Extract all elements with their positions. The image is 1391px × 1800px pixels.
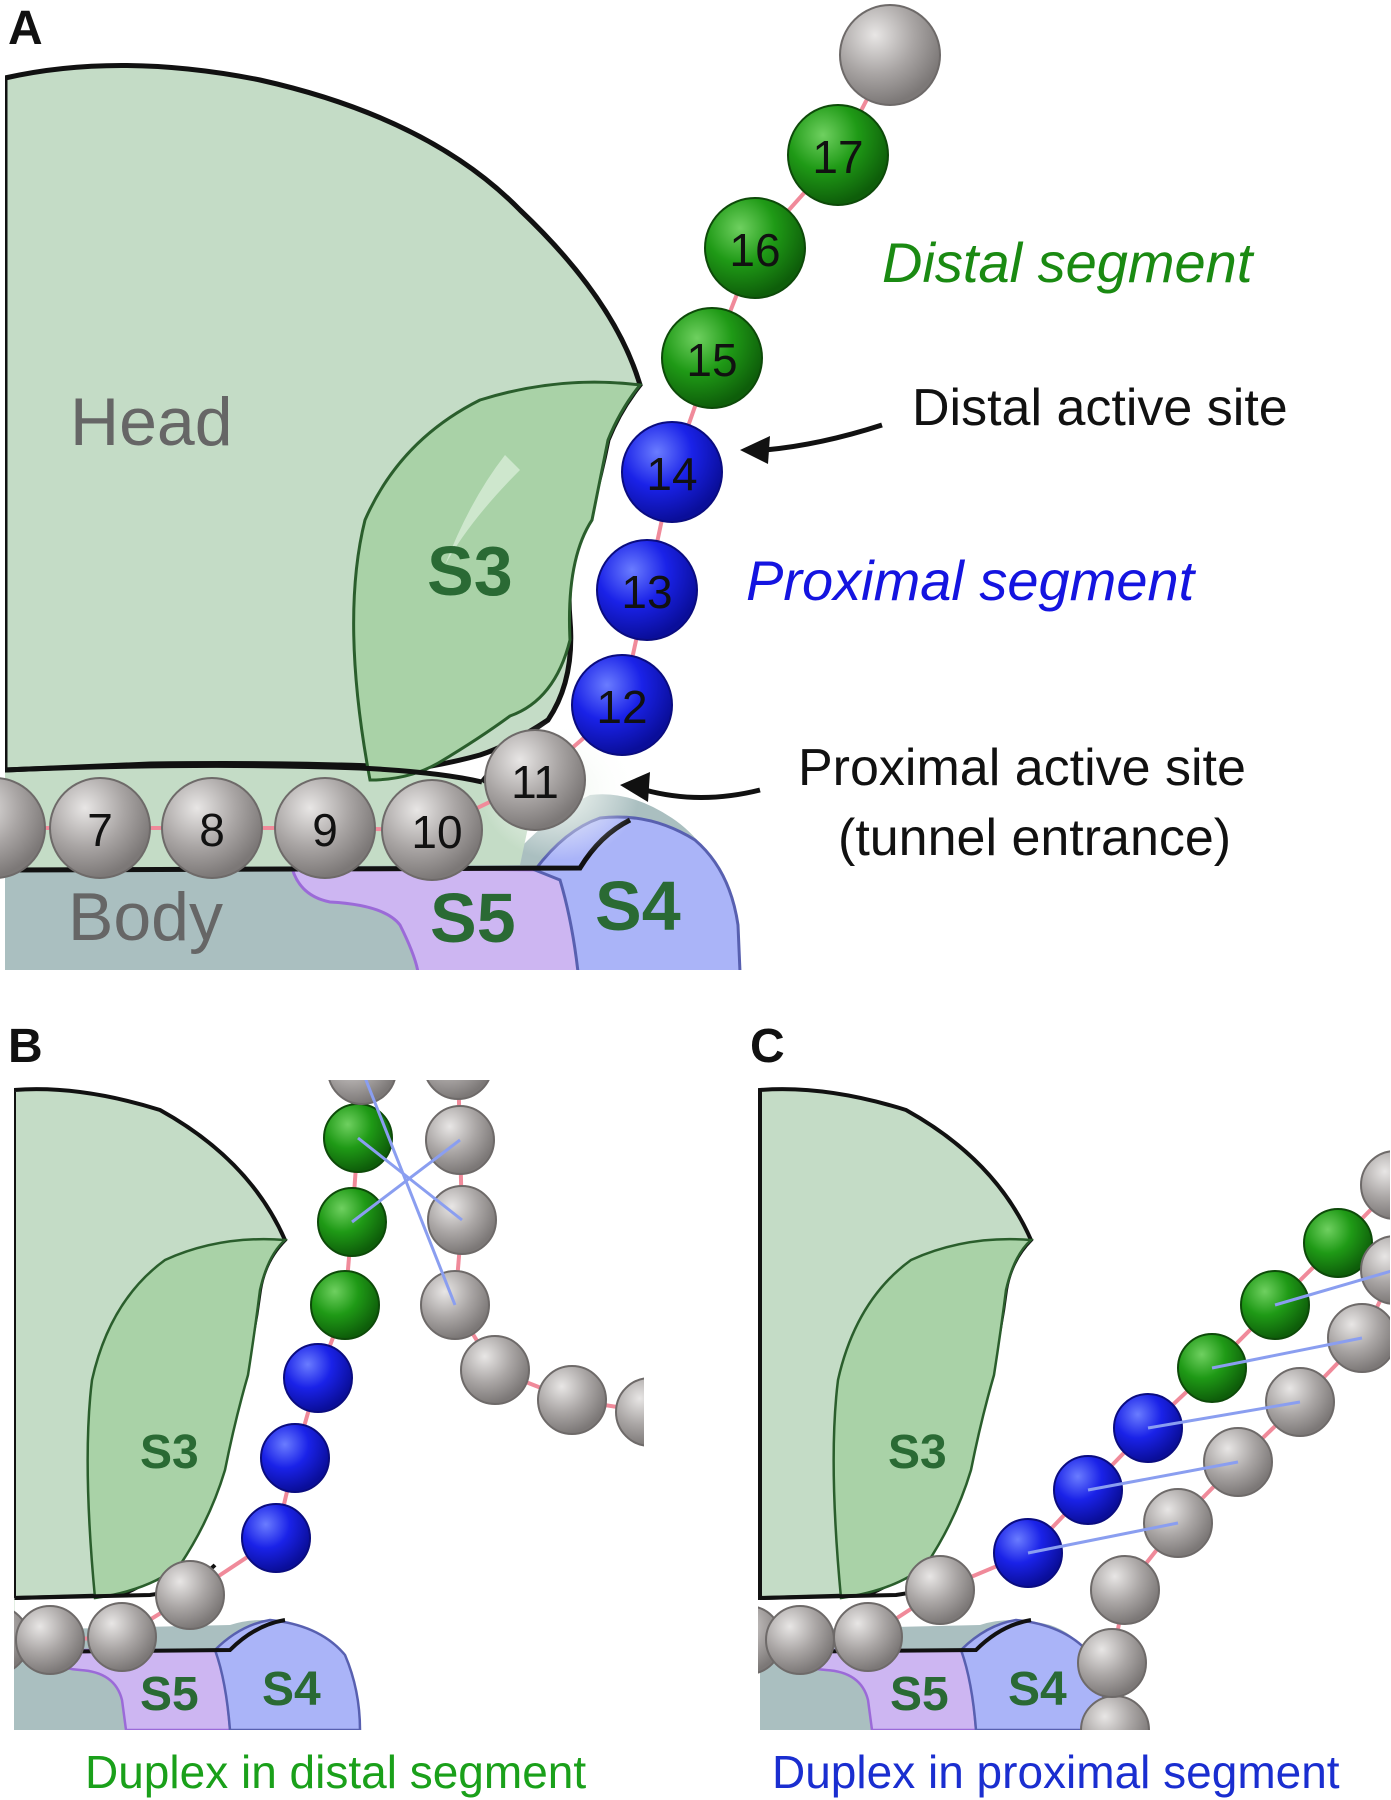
body-boundary-line [5, 762, 483, 785]
chain-b [14, 1080, 644, 1675]
bead-number-15: 15 [686, 334, 737, 386]
bead-number-14: 14 [646, 448, 697, 500]
body-label: Body [68, 879, 223, 955]
bead-number-11: 11 [511, 756, 559, 808]
proximal-active-site-label: Proximal active site [798, 739, 1246, 797]
bead-number-10: 10 [411, 806, 462, 858]
chain-b-strand-bead [87, 1602, 157, 1672]
distal-active-site-label: Distal active site [912, 379, 1288, 437]
chain-a-bead [787, 104, 889, 206]
chain-b-pairing [364, 1080, 457, 1306]
s3-region-b [86, 1237, 289, 1600]
distal-arrow [740, 422, 883, 464]
s4-label: S4 [595, 867, 681, 945]
chain-b-strand-bead [15, 1605, 85, 1675]
chain-a-bead [661, 307, 763, 409]
chain-a-bead [839, 4, 941, 106]
chain-c-strand-bead [765, 1605, 835, 1675]
panel-b: B S3 S5 S4 Duplex in distal segment [8, 1020, 644, 1798]
chain-b-partner-bead [537, 1365, 607, 1435]
proximal-segment-label: Proximal segment [746, 549, 1197, 612]
chain-b-strand-bead [283, 1343, 353, 1413]
chain-a-bead [704, 197, 806, 299]
s3-label: S3 [427, 532, 513, 610]
chain-a: 7 8 9 10 11 12 13 14 15 16 17 [0, 4, 941, 881]
chain-b-partner-bead [426, 1080, 490, 1100]
chain-b-partner-bead [460, 1335, 530, 1405]
chain-b-strand-bead [328, 1080, 396, 1105]
chain-c [758, 1150, 1390, 1730]
bead-number-13: 13 [621, 566, 672, 618]
caption-c: Duplex in proximal segment [772, 1746, 1340, 1798]
s3-highlight [445, 455, 520, 565]
bead-number-17: 17 [812, 131, 863, 183]
chain-c-strand-bead [833, 1602, 903, 1672]
s4-label-c: S4 [1008, 1663, 1067, 1716]
chain-a-bead [161, 777, 263, 879]
s3-label-c: S3 [888, 1426, 947, 1479]
panel-c-letter: C [750, 1020, 785, 1073]
chain-c-strand-bead [905, 1555, 975, 1625]
chain-c-pairing [1027, 1521, 1179, 1555]
chain-a-bead [621, 421, 723, 523]
bead-number-16: 16 [729, 224, 780, 276]
distal-segment-label: Distal segment [882, 231, 1255, 294]
chain-c-partner-bead [1360, 1235, 1390, 1305]
bead-number-7: 7 [87, 804, 113, 856]
chain-b-strand-bead [260, 1423, 330, 1493]
chain-c-partner-bead [1077, 1628, 1147, 1698]
s5-label-b: S5 [140, 1668, 199, 1721]
chain-a-bead [274, 777, 376, 879]
head-label: Head [70, 384, 233, 460]
chain-b-strand-bead [310, 1270, 380, 1340]
chain-b-pairing [357, 1136, 463, 1222]
panel-a: A 7 8 9 10 11 12 13 14 15 16 17 Head Body [0, 2, 1288, 970]
bead-number-9: 9 [312, 804, 338, 856]
s3-label-b: S3 [140, 1426, 199, 1479]
chain-c-pairing [1274, 1269, 1390, 1307]
chain-b-partner-bead [615, 1377, 644, 1447]
chain-a-bead [381, 779, 483, 881]
panel-b-structure [14, 1087, 362, 1730]
s3-region-c [832, 1237, 1035, 1600]
chain-c-pairing [1087, 1460, 1239, 1492]
body-lower-line-c [759, 1618, 1032, 1654]
panel-c-structure [758, 1087, 1110, 1730]
chain-c-pairing [1211, 1336, 1363, 1370]
proximal-arrow [620, 772, 761, 802]
panel-a-letter: A [8, 2, 43, 55]
chain-a-bead [0, 777, 46, 879]
chain-b-strand-bead [155, 1560, 225, 1630]
chain-a-bead [571, 654, 673, 756]
s4-region-b [213, 1618, 362, 1730]
chain-c-pairing [1147, 1400, 1301, 1430]
s3-region [352, 380, 643, 782]
chain-a-bead [484, 729, 586, 831]
body-lower-line-b [14, 1618, 286, 1654]
chain-c-strand-bead [1360, 1150, 1390, 1220]
panel-a-structure [5, 62, 742, 970]
bead-number-12: 12 [596, 681, 647, 733]
s5-label-c: S5 [890, 1668, 949, 1721]
chain-b-strand-bead [241, 1503, 311, 1573]
chain-a-bead [596, 539, 698, 641]
panel-c: C S3 S5 S4 Duplex in proximal segment [750, 1020, 1390, 1798]
bead-number-8: 8 [199, 804, 225, 856]
chain-c-partner-bead [1090, 1555, 1160, 1625]
s5-label: S5 [430, 879, 516, 957]
caption-b: Duplex in distal segment [85, 1746, 586, 1798]
s4-label-b: S4 [262, 1663, 321, 1716]
tunnel-entrance-label: (tunnel entrance) [838, 809, 1231, 867]
chain-a-bead [49, 777, 151, 879]
panel-b-letter: B [8, 1020, 43, 1073]
chain-c-strand-bead [1303, 1208, 1373, 1278]
